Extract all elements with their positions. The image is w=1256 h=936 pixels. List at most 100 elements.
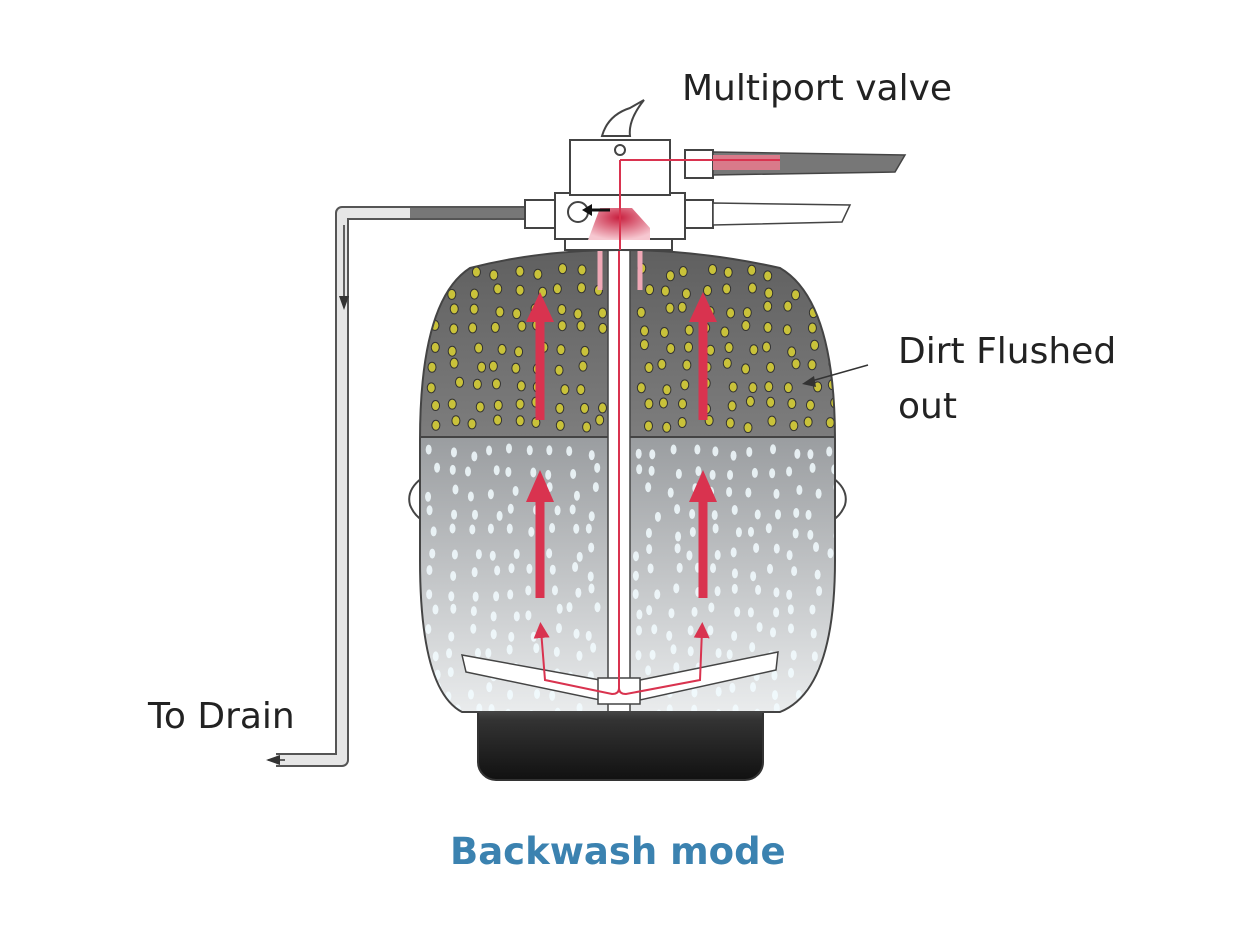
water-bubble <box>674 504 681 515</box>
water-bubble <box>827 548 834 559</box>
water-bubble <box>570 469 577 480</box>
dirt-particle <box>515 265 525 277</box>
dirt-particle <box>645 284 655 296</box>
caption-backwash-mode: Backwash mode <box>450 830 786 873</box>
dirt-particle <box>657 358 667 370</box>
water-bubble <box>594 462 601 473</box>
dirt-particle <box>447 345 457 357</box>
water-bubble <box>449 523 456 534</box>
water-bubble <box>576 650 583 661</box>
dirt-particle <box>660 285 670 297</box>
water-bubble <box>508 563 515 574</box>
water-bubble <box>506 523 513 534</box>
water-bubble <box>635 625 642 636</box>
water-bubble <box>486 682 493 693</box>
dirt-particle <box>426 382 436 394</box>
dirt-leader-line <box>807 364 869 383</box>
dirt-particle <box>449 323 459 335</box>
dirt-particle <box>595 414 605 426</box>
water-bubble <box>786 550 793 561</box>
water-bubble <box>450 447 457 458</box>
water-bubble <box>735 527 742 538</box>
water-bubble <box>646 605 653 616</box>
water-bubble <box>675 468 682 479</box>
dirt-particle <box>812 288 822 300</box>
dirt-particle <box>497 343 507 355</box>
water-bubble <box>534 688 541 699</box>
dirt-particle <box>764 381 774 393</box>
dirt-particle <box>643 420 653 432</box>
water-bubble <box>674 543 681 554</box>
water-bubble <box>809 462 816 473</box>
water-bubble <box>585 523 592 534</box>
dirt-particle <box>747 282 757 294</box>
water-bubble <box>790 650 797 661</box>
water-bubble <box>469 524 476 535</box>
water-bubble <box>734 606 741 617</box>
dirt-particle <box>791 358 801 370</box>
water-bubble <box>806 705 813 712</box>
dirt-particle <box>515 284 525 296</box>
dirt-particle <box>644 362 654 374</box>
water-bubble <box>470 623 477 634</box>
water-bubble <box>654 589 661 600</box>
dirt-particle <box>763 300 773 312</box>
dirt-particle <box>493 283 503 295</box>
water-bubble <box>426 702 433 712</box>
water-bubble <box>512 485 519 496</box>
water-bubble <box>787 604 794 615</box>
water-bubble <box>747 526 754 537</box>
water-bubble <box>485 648 492 659</box>
water-bubble <box>649 449 656 460</box>
dirt-particle <box>745 395 755 407</box>
water-bubble <box>551 585 558 596</box>
water-bubble <box>508 631 515 642</box>
dirt-particle <box>576 384 586 396</box>
water-bubble <box>714 586 721 597</box>
dirt-particle <box>573 308 583 320</box>
dirt-particle <box>658 397 668 409</box>
water-bubble <box>786 589 793 600</box>
dirt-particle <box>678 266 688 278</box>
water-bubble <box>836 668 842 678</box>
dirt-particle <box>831 339 835 351</box>
water-bubble <box>666 630 673 641</box>
dirt-particle <box>471 266 481 278</box>
dirt-particle <box>639 339 649 351</box>
dirt-particle <box>763 270 773 282</box>
water-bubble <box>807 529 814 540</box>
water-bubble <box>450 571 457 582</box>
water-bubble <box>773 543 780 554</box>
water-bubble <box>787 623 794 634</box>
dirt-particle <box>742 307 752 319</box>
water-bubble <box>793 507 800 518</box>
dirt-particle <box>807 359 817 371</box>
water-bubble <box>707 625 714 636</box>
water-bubble <box>834 586 835 597</box>
dirt-particle <box>490 321 500 333</box>
water-bubble <box>471 509 478 520</box>
water-bubble <box>670 644 677 655</box>
water-bubble <box>710 563 717 574</box>
water-bubble <box>507 503 514 514</box>
dirt-particle <box>469 303 479 315</box>
dirt-particle <box>576 320 586 332</box>
water-bubble <box>695 466 702 477</box>
dirt-particle <box>728 381 738 393</box>
dirt-particle <box>431 419 441 431</box>
dirt-particle <box>832 301 835 313</box>
water-bubble <box>807 449 814 460</box>
water-bubble <box>729 682 736 693</box>
water-bubble <box>490 629 497 640</box>
dirt-particle <box>787 346 797 358</box>
dirt-particle <box>659 326 669 338</box>
dirt-particle <box>803 416 813 428</box>
dirt-particle <box>829 326 835 338</box>
water-bubble <box>554 707 561 712</box>
dirt-particle <box>515 398 525 410</box>
water-bubble <box>810 628 817 639</box>
dirt-particle <box>451 415 461 427</box>
water-bubble <box>434 462 441 473</box>
water-bubble <box>647 563 654 574</box>
